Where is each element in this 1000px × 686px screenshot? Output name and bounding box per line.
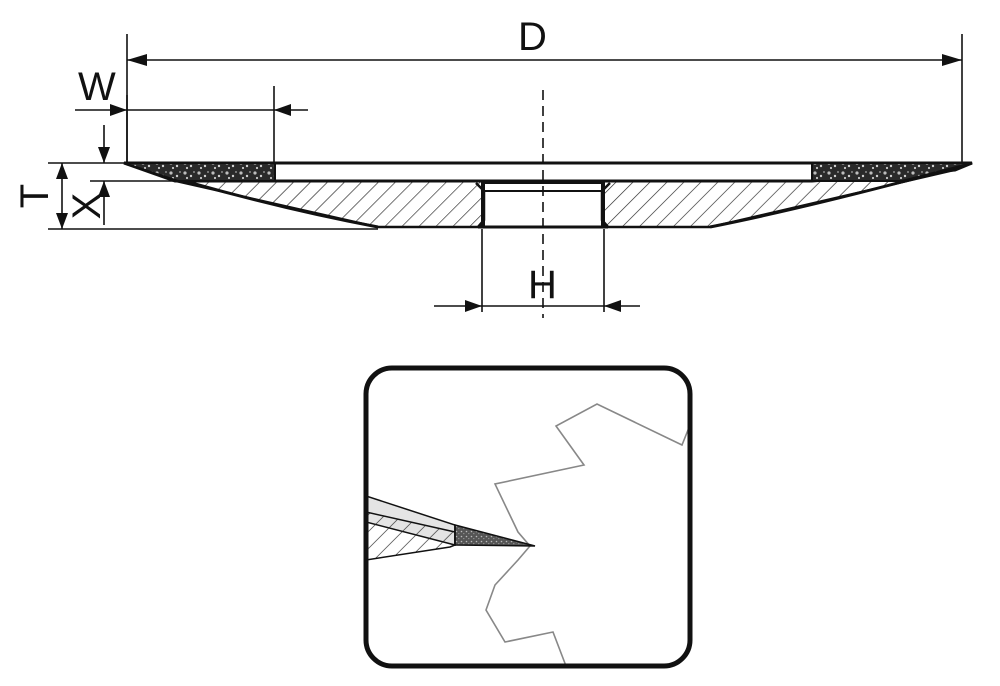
inset-detail [363, 365, 693, 669]
tool-wheel-hatch [366, 511, 456, 561]
inset-frame [363, 365, 693, 669]
wheel-body-left [174, 180, 483, 228]
label-D: D [518, 15, 547, 59]
label-X: X [65, 193, 109, 220]
gear-outline [485, 403, 690, 666]
abrasive-layer-right [811, 162, 973, 182]
label-W: W [78, 65, 116, 109]
dimension-T-X: T X [13, 125, 378, 230]
dimension-W: W [75, 65, 308, 162]
dimension-D: D [126, 15, 963, 162]
wheel-cross-section [123, 90, 973, 318]
label-T: T [13, 184, 57, 208]
abrasive-layer-left [123, 162, 276, 182]
label-H: H [528, 263, 557, 307]
dimension-H: H [434, 229, 640, 312]
